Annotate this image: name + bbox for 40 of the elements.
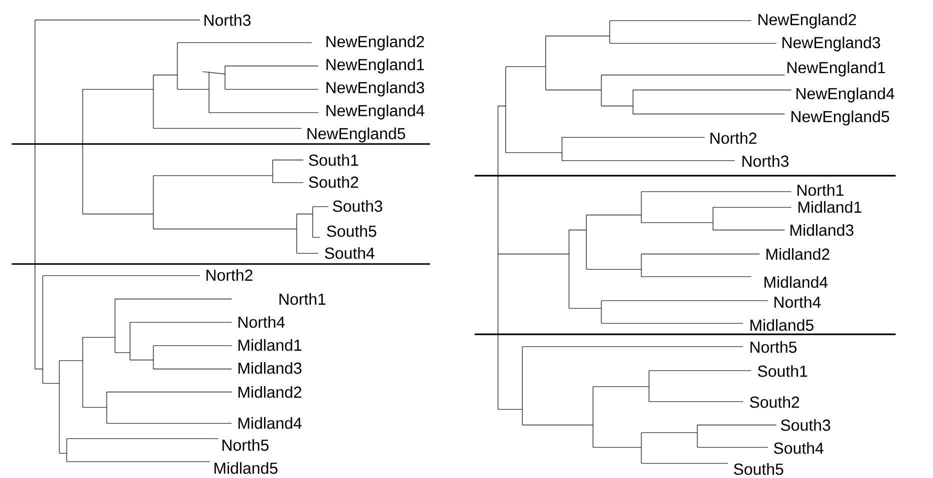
- leaf-label: NewEngland3: [326, 82, 424, 96]
- leaf-label: South3: [332, 200, 382, 212]
- leaf-label: Midland3: [238, 362, 302, 374]
- leaf-label: NewEngland4: [326, 104, 424, 120]
- leaf-label: South1: [758, 365, 808, 377]
- leaf-label: NewEngland3: [782, 36, 880, 52]
- leaf-label: South3: [780, 419, 830, 431]
- leaf-label: Midland4: [764, 276, 828, 288]
- leaf-label: South5: [326, 225, 376, 237]
- leaf-label: North5: [750, 341, 797, 353]
- leaf-label: North4: [774, 296, 821, 308]
- leaf-label: South4: [324, 247, 374, 259]
- leaf-label: South2: [750, 396, 800, 408]
- leaf-label: Midland3: [790, 224, 854, 236]
- leaf-label: North1: [280, 293, 326, 305]
- leaf-label: Midland2: [238, 386, 302, 398]
- leaf-label: NewEngland2: [326, 36, 424, 50]
- leaf-label: NewEngland2: [758, 14, 856, 28]
- leaf-label: North3: [742, 155, 788, 167]
- leaf-label: NewEngland5: [792, 110, 890, 126]
- leaf-label: Midland1: [238, 339, 302, 351]
- leaf-label: North4: [238, 316, 285, 328]
- leaf-label: South5: [734, 463, 784, 475]
- leaf-label: Midland5: [750, 319, 814, 331]
- leaf-label: South4: [774, 442, 824, 454]
- leaf-label: North3: [204, 14, 251, 26]
- leaf-label: North2: [206, 269, 252, 281]
- leaf-label: North2: [710, 132, 756, 144]
- leaf-label: NewEngland5: [308, 128, 406, 142]
- leaf-label: Midland5: [214, 462, 278, 474]
- leaf-label: South2: [308, 176, 358, 188]
- leaf-label: NewEngland4: [796, 88, 894, 102]
- leaf-label: North1: [798, 184, 844, 196]
- leaf-label: South1: [308, 154, 358, 166]
- leaf-label: Midland4: [238, 417, 302, 429]
- leaf-label: NewEngland1: [326, 58, 424, 74]
- leaf-label: North5: [222, 439, 269, 451]
- leaf-label: Midland1: [798, 201, 862, 213]
- leaf-label: Midland2: [766, 248, 830, 260]
- leaf-label: NewEngland1: [788, 62, 886, 76]
